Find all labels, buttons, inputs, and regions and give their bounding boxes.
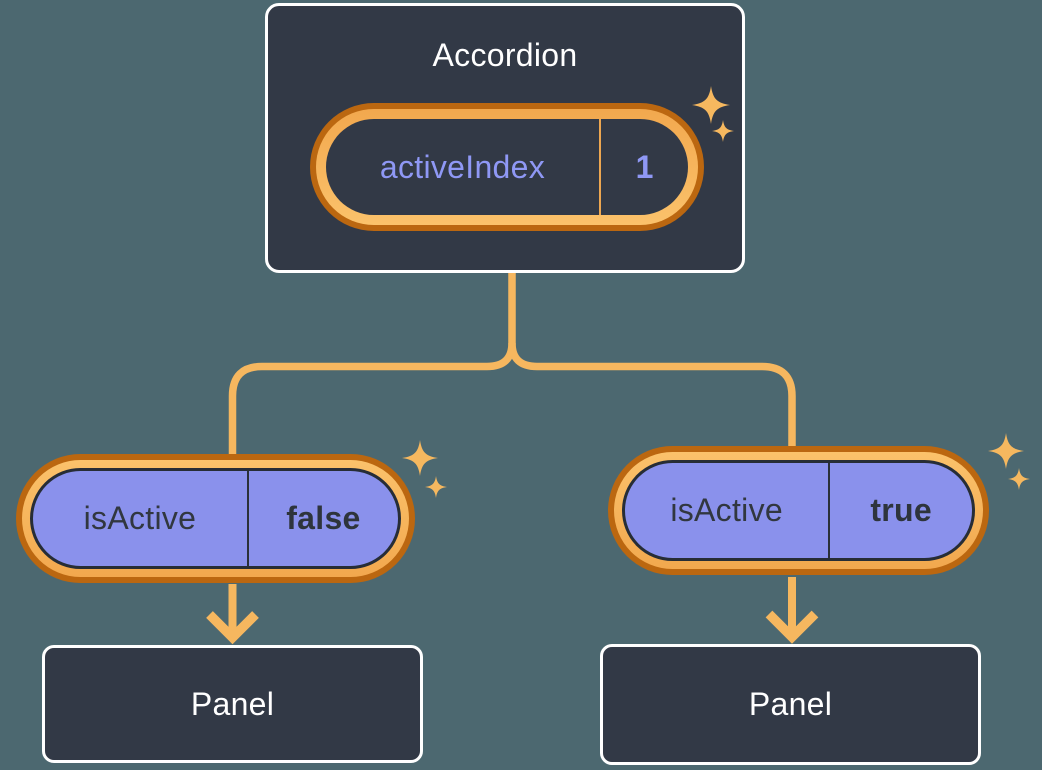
pill-ring: isActive false [22,460,409,577]
pill-label: activeIndex [379,148,546,185]
connector-right-branch [508,342,796,449]
is-active-pill-left: isActive false [16,454,415,583]
sparkle-icon [402,440,438,476]
pill-label: isActive [670,492,783,528]
pill-value: false [286,500,361,536]
sparkle-icon [692,86,730,124]
pill-ring: activeIndex 1 [316,109,698,225]
pill-value: true [870,492,932,528]
sparkle-icon [712,120,734,142]
sparkle-icon [425,476,447,498]
arrow-down-left-head [206,611,259,645]
arrow-down-right-head [765,610,819,644]
pill-label: isActive [83,500,197,536]
pill-divider [598,119,601,215]
panel-node-left: Panel [42,645,423,763]
panel-title: Panel [190,685,275,722]
panel-title: Panel [748,686,833,722]
sparkle-icon [1008,468,1030,490]
pill-divider [246,471,249,566]
pill-divider [828,463,831,558]
pill-value: 1 [635,148,654,185]
pill-ring: isActive true [614,452,983,569]
panel-node-right: Panel [600,644,981,765]
is-active-pill-right: isActive true [608,446,989,575]
sparkle-icon [988,433,1024,469]
active-index-pill: activeIndex 1 [310,103,704,231]
accordion-node-title: Accordion [432,37,578,73]
